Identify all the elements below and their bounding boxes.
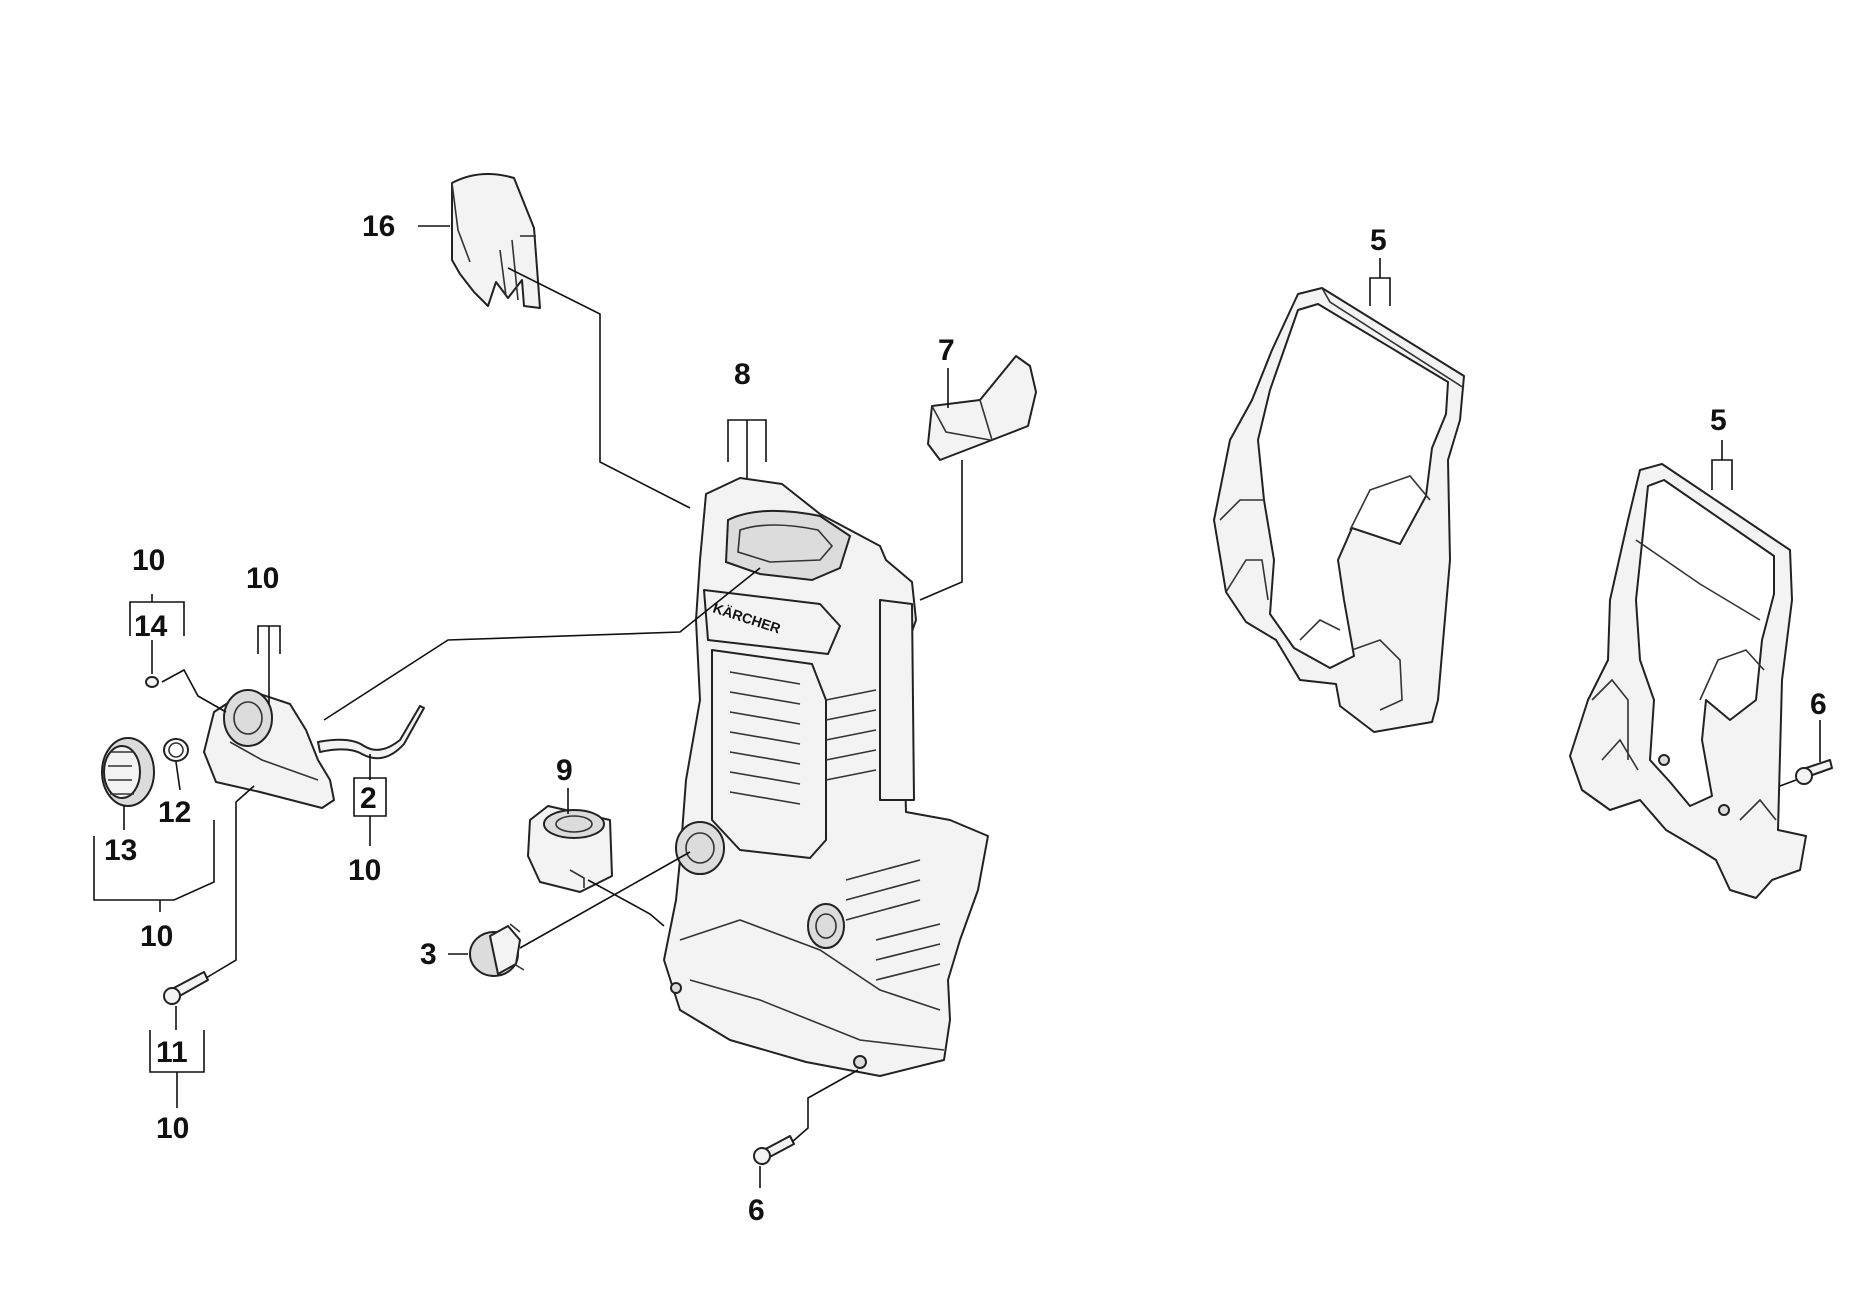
callout-10e: 10 bbox=[156, 1112, 189, 1145]
part-10-connector-bracket bbox=[203, 689, 335, 809]
part-9-holder bbox=[527, 805, 613, 893]
leader-16-to-body bbox=[507, 267, 691, 509]
part-6-screw-right bbox=[1795, 759, 1833, 785]
leader-6a-to-body bbox=[791, 1069, 859, 1143]
callout-3: 3 bbox=[420, 938, 437, 971]
bracket-5b bbox=[1711, 459, 1733, 490]
callout-10c: 10 bbox=[348, 854, 381, 887]
side-grille-slots bbox=[825, 689, 941, 981]
callout-2: 2 bbox=[360, 782, 377, 815]
bracket-14 bbox=[129, 601, 185, 636]
part-5-frame-rear bbox=[1569, 463, 1807, 899]
front-grille-slots bbox=[729, 671, 801, 805]
part-3-knob bbox=[469, 923, 525, 977]
box-2 bbox=[353, 777, 387, 817]
callout-12: 12 bbox=[158, 796, 191, 829]
leader-9-to-body bbox=[587, 879, 665, 927]
part-16-hose-guide bbox=[451, 173, 541, 309]
callout-11: 11 bbox=[156, 1036, 188, 1069]
part-14-oring bbox=[145, 676, 159, 688]
leader-7-to-body bbox=[919, 460, 963, 601]
callout-5a: 5 bbox=[1370, 224, 1387, 257]
callout-8: 8 bbox=[734, 358, 751, 391]
part-6-screw-bottom bbox=[753, 1135, 795, 1165]
part-11-screw bbox=[163, 971, 209, 1005]
part-8-housing-cover: KÄRCHER bbox=[663, 477, 989, 1077]
callout-7: 7 bbox=[938, 334, 955, 367]
leader-14-to-bracket bbox=[161, 668, 227, 713]
leader-12 bbox=[175, 761, 181, 791]
leader-6b-to-frame bbox=[1779, 779, 1797, 787]
part-12-seal-ring bbox=[163, 738, 189, 762]
side-port bbox=[807, 903, 845, 949]
callout-13: 13 bbox=[104, 834, 137, 867]
part-13-cap bbox=[101, 737, 155, 807]
part-5-frame-front bbox=[1213, 287, 1465, 733]
front-port bbox=[675, 821, 725, 875]
callout-6b: 6 bbox=[1810, 688, 1827, 721]
bracket-5a bbox=[1369, 277, 1391, 306]
callout-14: 14 bbox=[134, 610, 168, 643]
bracket-port bbox=[223, 689, 273, 747]
callout-9: 9 bbox=[556, 754, 573, 787]
callout-10a: 10 bbox=[132, 544, 165, 577]
leader-11 bbox=[205, 785, 255, 979]
leader-10-to-housing bbox=[323, 567, 761, 721]
callout-10d: 10 bbox=[140, 920, 173, 953]
leader-3-to-port bbox=[519, 851, 691, 949]
callout-5b: 5 bbox=[1710, 404, 1727, 437]
bracket-13-10d bbox=[93, 820, 215, 901]
callout-16: 16 bbox=[362, 210, 395, 243]
callout-6a: 6 bbox=[748, 1194, 765, 1227]
part-7-top-cap bbox=[927, 355, 1037, 461]
callout-10b: 10 bbox=[246, 562, 279, 595]
part-2-hose bbox=[317, 705, 425, 760]
